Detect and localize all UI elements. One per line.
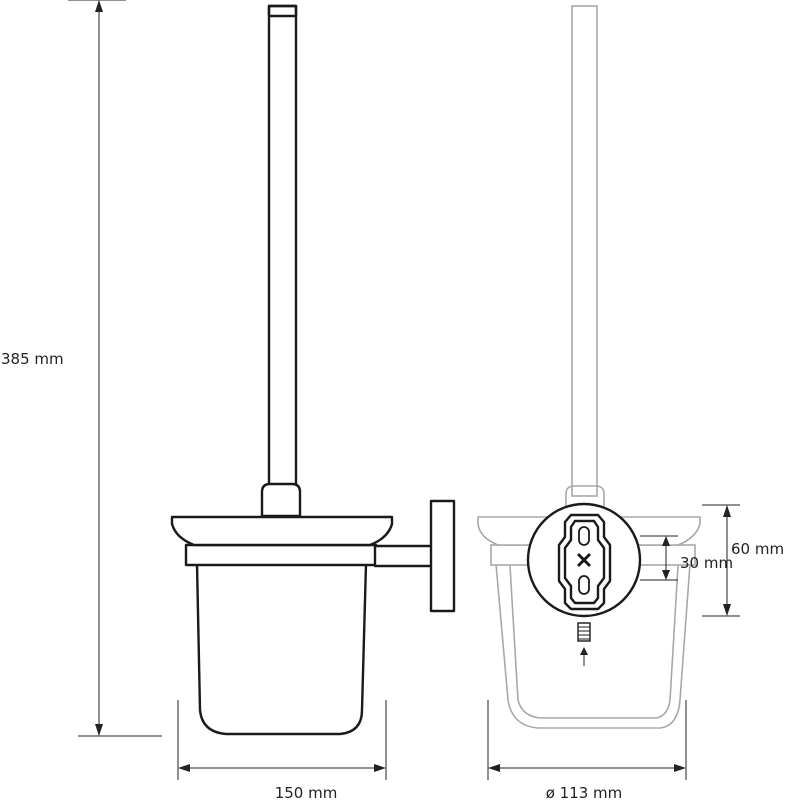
holder-bowl bbox=[170, 515, 394, 547]
lower-slot bbox=[578, 575, 590, 595]
mount-bracket-outer bbox=[557, 513, 612, 611]
dimension-height bbox=[68, 0, 162, 737]
screw-cross-icon bbox=[576, 552, 592, 568]
mount-bracket-inner bbox=[563, 519, 606, 605]
dimension-plate-height bbox=[702, 504, 740, 617]
side-cup-inner bbox=[509, 565, 679, 719]
dimension-hole-spacing bbox=[640, 535, 678, 581]
wall-plate bbox=[429, 499, 456, 613]
side-handle bbox=[571, 5, 598, 497]
dimension-diameter bbox=[487, 700, 687, 780]
glass-cup bbox=[195, 562, 368, 736]
dimension-width bbox=[177, 700, 387, 780]
handle-collar bbox=[260, 482, 302, 518]
set-screw-icon bbox=[577, 622, 591, 642]
front-view bbox=[170, 4, 456, 736]
hole-spacing-label: 30 mm bbox=[680, 554, 733, 572]
handle-cap bbox=[267, 4, 298, 18]
upper-slot bbox=[578, 526, 590, 546]
side-cup bbox=[495, 563, 691, 729]
wall-arm bbox=[373, 544, 434, 568]
plate-height-label: 60 mm bbox=[731, 540, 784, 558]
side-view bbox=[477, 5, 701, 729]
width-label: 150 mm bbox=[275, 784, 338, 800]
side-collar bbox=[565, 485, 605, 520]
arrow-up-icon bbox=[580, 647, 588, 666]
diameter-label: ø 113 mm bbox=[546, 784, 623, 800]
holder-band bbox=[184, 543, 378, 567]
brush-handle bbox=[267, 4, 298, 488]
height-label: 385 mm bbox=[1, 350, 64, 368]
